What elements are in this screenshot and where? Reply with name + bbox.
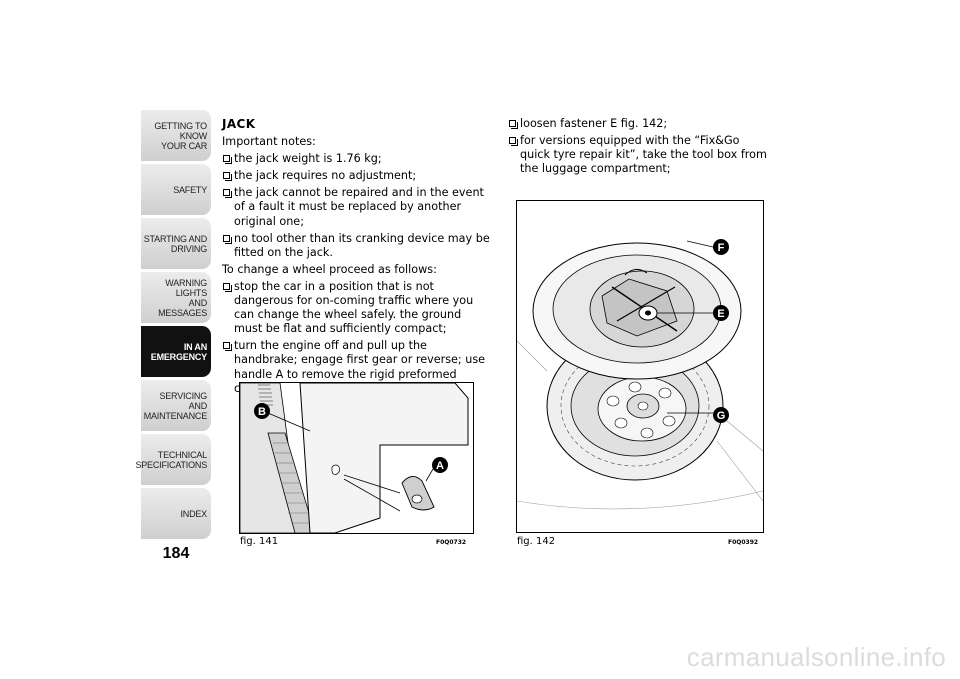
nav-tab-safety[interactable]: SAFETY [141,164,211,215]
figure-142-code: F0Q0392 [728,539,759,546]
callout-g-label: G [717,410,726,422]
callout-e-label: E [717,308,724,320]
checkbox-bullet-icon [509,120,518,129]
callout-b [254,403,270,419]
checkbox-bullet-icon [223,234,232,244]
callout-e [713,305,729,321]
callout-a-label: A [436,460,444,472]
page-number: 184 [162,545,190,562]
checkbox-bullet-icon [509,137,518,147]
nav-tab-getting-to-know[interactable]: GETTING TO KNOW YOUR CAR [141,110,211,161]
figure-141: B A [239,382,474,534]
watermark: carmanualsonline.info [686,642,946,672]
spare-wheel-illustration: F E G [517,239,763,510]
nav-tab-warning-lights[interactable]: WARNING LIGHTS AND MESSAGES [141,272,211,323]
list-item: the jack requires no adjustment; [222,169,490,183]
callout-a [432,457,448,473]
jack-cover-illustration: B A [240,383,469,533]
list-item: for versions equipped with the “Fix&Go q… [508,134,770,176]
left-column: JACK Important notes: the jack weight is… [222,117,490,399]
figure-141-code: F0Q0732 [436,539,467,546]
checkbox-bullet-icon [223,189,232,199]
figure-142: F E G [516,200,764,533]
checkbox-bullet-icon [223,172,232,182]
list-item-text: stop the car in a position that is not d… [234,279,474,336]
list-item: no tool other than its cranking device m… [222,232,490,260]
list-item-text: for versions equipped with the “Fix&Go q… [520,134,767,176]
nav-tab-starting-driving[interactable]: STARTING AND DRIVING [141,218,211,269]
section-heading: JACK [222,117,256,131]
chapter-nav: GETTING TO KNOW YOUR CAR SAFETY STARTING… [135,110,211,542]
list-item-text: turn the engine off and pull up the hand… [234,339,486,394]
list-item-text: no tool other than its cranking device m… [234,231,490,259]
list-item: the jack weight is 1.76 kg; [222,152,490,166]
list-item: turn the engine off and pull up the hand… [222,339,490,395]
callout-f [713,239,729,255]
checkbox-bullet-icon [223,342,232,352]
nav-tab-technical[interactable]: TECHNICAL SPECIFICATIONS [135,434,211,485]
procedure-intro: To change a wheel proceed as follows: [222,262,437,276]
nav-tab-index[interactable]: INDEX [141,488,211,539]
list-item-text: the jack cannot be repaired and in the e… [234,186,484,228]
list-item-text: the jack weight is 1.76 kg; [234,152,382,166]
checkbox-bullet-icon [223,282,232,292]
list-item-text: loosen fastener E fig. 142; [520,117,668,130]
callout-f-label: F [718,242,725,254]
callout-g [713,407,729,423]
checkbox-bullet-icon [223,155,232,165]
callout-b-label: B [258,406,266,418]
right-column: loosen fastener E fig. 142; for versions… [508,117,770,179]
nav-tab-servicing[interactable]: SERVICING AND MAINTENANCE [141,380,211,431]
list-item-text: the jack requires no adjustment; [234,169,417,183]
intro-text: Important notes: [222,135,316,149]
figure-142-caption: fig. 142 [517,536,556,547]
list-item: the jack cannot be repaired and in the e… [222,186,490,228]
list-item: loosen fastener E fig. 142; [508,117,770,131]
nav-tab-in-an-emergency[interactable]: IN AN EMERGENCY [141,326,211,377]
list-item: stop the car in a position that is not d… [222,280,490,336]
figure-141-caption: fig. 141 [240,536,279,547]
